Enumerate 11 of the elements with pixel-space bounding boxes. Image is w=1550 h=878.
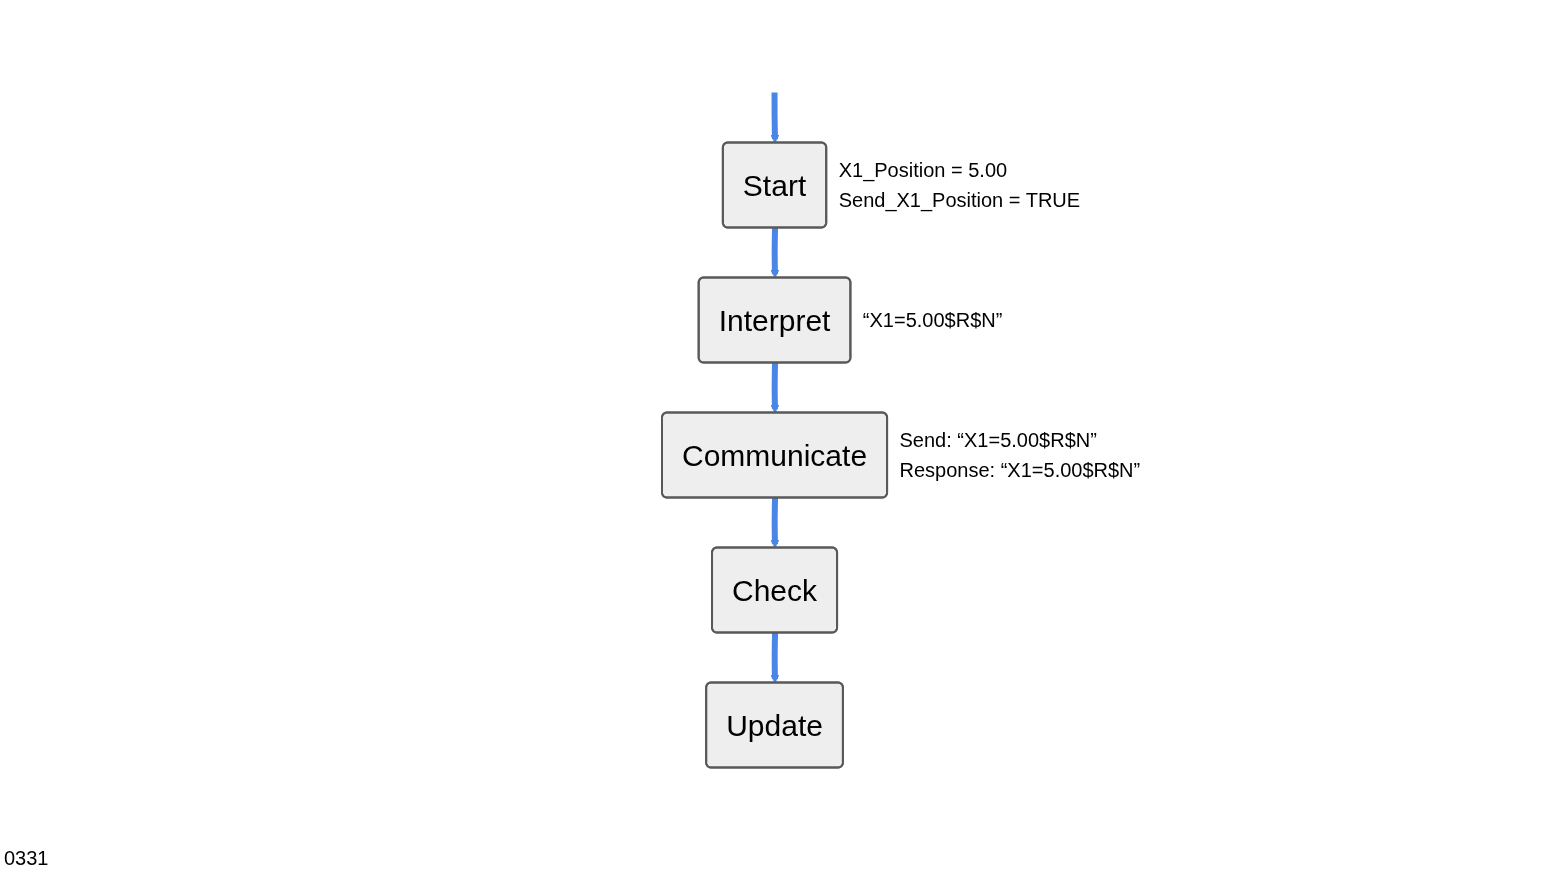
annotation-text: Send_X1_Position = TRUE (838, 188, 1081, 214)
arrow (770, 362, 780, 414)
annotation-text: Response: “X1=5.00$R$N” (899, 458, 1141, 483)
annotation-text: “X1=5.00$R$N” (862, 308, 1003, 333)
annotation-text: X1_Position = 5.00 (838, 158, 1009, 184)
arrow (770, 497, 780, 549)
figure-number: 0331 (4, 847, 49, 869)
annotation-text: Send: “X1=5.00$R$N” (899, 428, 1098, 453)
arrow (770, 632, 780, 684)
arrow (770, 227, 780, 279)
arrow (770, 92, 780, 144)
